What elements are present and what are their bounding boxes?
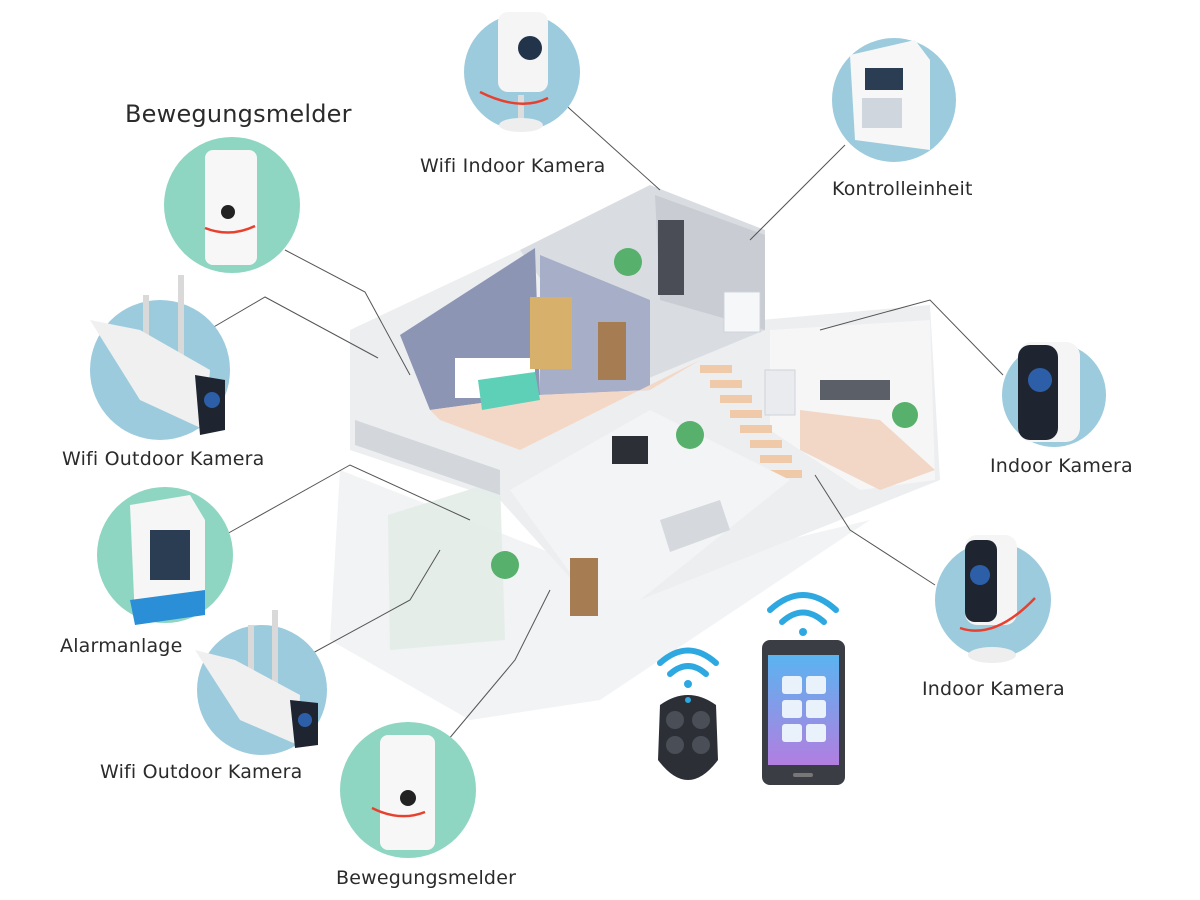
label-alarm-unit: Alarmanlage <box>60 635 183 657</box>
bed <box>478 372 540 410</box>
label-control-unit: Kontrolleinheit <box>832 178 973 200</box>
label-wifi-outdoor-camera-top: Wifi Outdoor Kamera <box>62 448 265 470</box>
tv <box>612 436 648 464</box>
wifi-icon <box>657 647 719 677</box>
alarm-unit-icon <box>97 487 233 625</box>
leader-lines <box>199 99 1004 741</box>
indoor-camera-right-icon <box>1002 342 1106 447</box>
living-floor <box>510 410 790 600</box>
label-indoor-camera-lower: Indoor Kamera <box>922 678 1065 700</box>
smartphone-app-icon <box>762 592 845 785</box>
stairs <box>700 365 802 478</box>
front-door <box>570 558 598 616</box>
motion-sensor-lower-icon <box>340 722 476 858</box>
shelf <box>658 220 684 295</box>
label-motion-sensor-lower: Bewegungsmelder <box>336 867 517 889</box>
key-fob-remote-icon <box>657 647 719 780</box>
sofa <box>660 500 730 552</box>
wifi-icon <box>767 592 839 625</box>
kitchen-floor <box>800 410 935 490</box>
bedroom-floor <box>430 360 700 450</box>
control-panel-icon <box>832 38 956 162</box>
wardrobe <box>530 297 572 369</box>
wifi-outdoor-camera-lower-icon <box>195 610 327 755</box>
label-motion-sensor-top: Bewegungsmelder <box>125 100 352 128</box>
motion-sensor-top-icon <box>164 137 300 273</box>
house-cutaway <box>350 185 940 650</box>
door <box>598 322 626 380</box>
balcony <box>355 420 500 495</box>
wifi-indoor-camera-icon <box>464 12 580 132</box>
indoor-camera-lower-icon <box>935 535 1051 663</box>
wifi-outdoor-camera-top-icon <box>90 275 230 440</box>
glass-wall <box>388 480 505 650</box>
plants <box>491 248 918 579</box>
label-wifi-outdoor-camera-lower: Wifi Outdoor Kamera <box>100 761 303 783</box>
label-wifi-indoor-camera: Wifi Indoor Kamera <box>420 155 606 177</box>
label-indoor-camera-right: Indoor Kamera <box>990 455 1133 477</box>
